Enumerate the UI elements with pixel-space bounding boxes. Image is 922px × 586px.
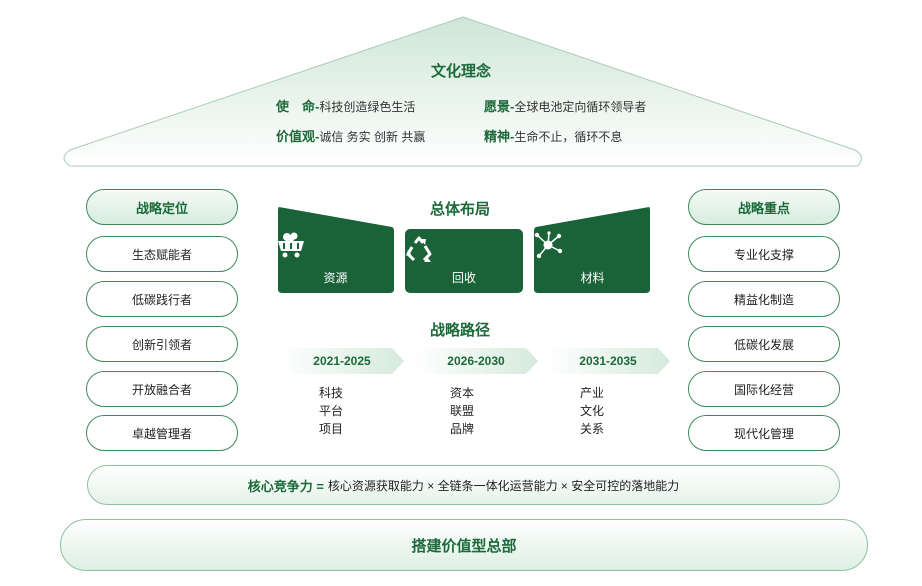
spirit-text: 生命不止，循环不息 (514, 130, 623, 144)
phase-items-2: 资本 联盟 品牌 (422, 384, 502, 438)
right-item: 专业化支撑 (688, 236, 840, 272)
left-item: 开放融合者 (86, 371, 238, 407)
values-line: 价值观-诚信 务实 创新 共赢 (276, 126, 425, 145)
phase-items-3: 产业 文化 关系 (552, 384, 632, 438)
phase-item: 资本 (449, 386, 474, 400)
phase-arrow-3: 2031-2035 (546, 348, 670, 374)
phase-years: 2021-2025 (313, 354, 371, 368)
phase-item: 联盟 (449, 404, 474, 418)
mission-label: 使 命- (276, 99, 320, 114)
left-item: 生态赋能者 (86, 236, 238, 272)
strategic-path-title: 战略路径 (429, 322, 490, 339)
right-item: 低碳化发展 (688, 326, 840, 362)
left-item: 低碳践行者 (86, 281, 238, 317)
recycle-card: 回收 (404, 205, 524, 295)
core-competitiveness-text: 核心资源获取能力 × 全链条一体化运营能力 × 安全可控的落地能力 (327, 478, 680, 493)
phase-item: 品牌 (449, 422, 474, 436)
phase-item: 文化 (579, 404, 604, 418)
phase-items-1: 科技 平台 项目 (291, 384, 371, 438)
phase-arrow-1: 2021-2025 (280, 348, 404, 374)
phase-item: 科技 (318, 386, 343, 400)
culture-title: 文化理念 (430, 63, 491, 80)
mission-text: 科技创造绿色生活 (319, 100, 416, 114)
right-item: 精益化制造 (688, 281, 840, 317)
right-item: 国际化经营 (688, 371, 840, 407)
phase-item: 平台 (318, 404, 343, 418)
foundation-bar: 搭建价值型总部 (60, 519, 868, 571)
values-label: 价值观- (276, 129, 320, 144)
spirit-label: 精神- (484, 129, 515, 144)
core-competitiveness-label: 核心竞争力 = (247, 478, 324, 494)
left-item: 创新引领者 (86, 326, 238, 362)
strategic-positioning-header: 战略定位 (86, 189, 238, 225)
core-competitiveness-bar: 核心竞争力 = 核心资源获取能力 × 全链条一体化运营能力 × 安全可控的落地能… (87, 465, 840, 505)
vision-label: 愿景- (484, 99, 515, 114)
left-item: 卓越管理者 (86, 415, 238, 451)
vision-text: 全球电池定向循环领导者 (514, 100, 647, 114)
resource-label: 资源 (323, 271, 348, 285)
right-item: 现代化管理 (688, 415, 840, 451)
phase-item: 项目 (318, 422, 343, 436)
roof-shape (63, 16, 862, 167)
material-label: 材料 (580, 271, 605, 285)
mission-line: 使 命-科技创造绿色生活 (276, 96, 415, 115)
values-text: 诚信 务实 创新 共赢 (319, 130, 426, 144)
resource-card: 资源 (276, 205, 395, 295)
material-card: 材料 (533, 205, 652, 295)
overall-layout-title: 总体布局 (429, 201, 490, 218)
recycle-label: 回收 (451, 271, 476, 285)
phase-item: 产业 (579, 386, 604, 400)
phase-arrow-2: 2026-2030 (414, 348, 538, 374)
spirit-line: 精神-生命不止，循环不息 (484, 126, 622, 145)
vision-line: 愿景-全球电池定向循环领导者 (484, 96, 646, 115)
phase-years: 2026-2030 (447, 354, 505, 368)
phase-years: 2031-2035 (579, 354, 637, 368)
strategic-focus-header: 战略重点 (688, 189, 840, 225)
phase-item: 关系 (579, 422, 604, 436)
